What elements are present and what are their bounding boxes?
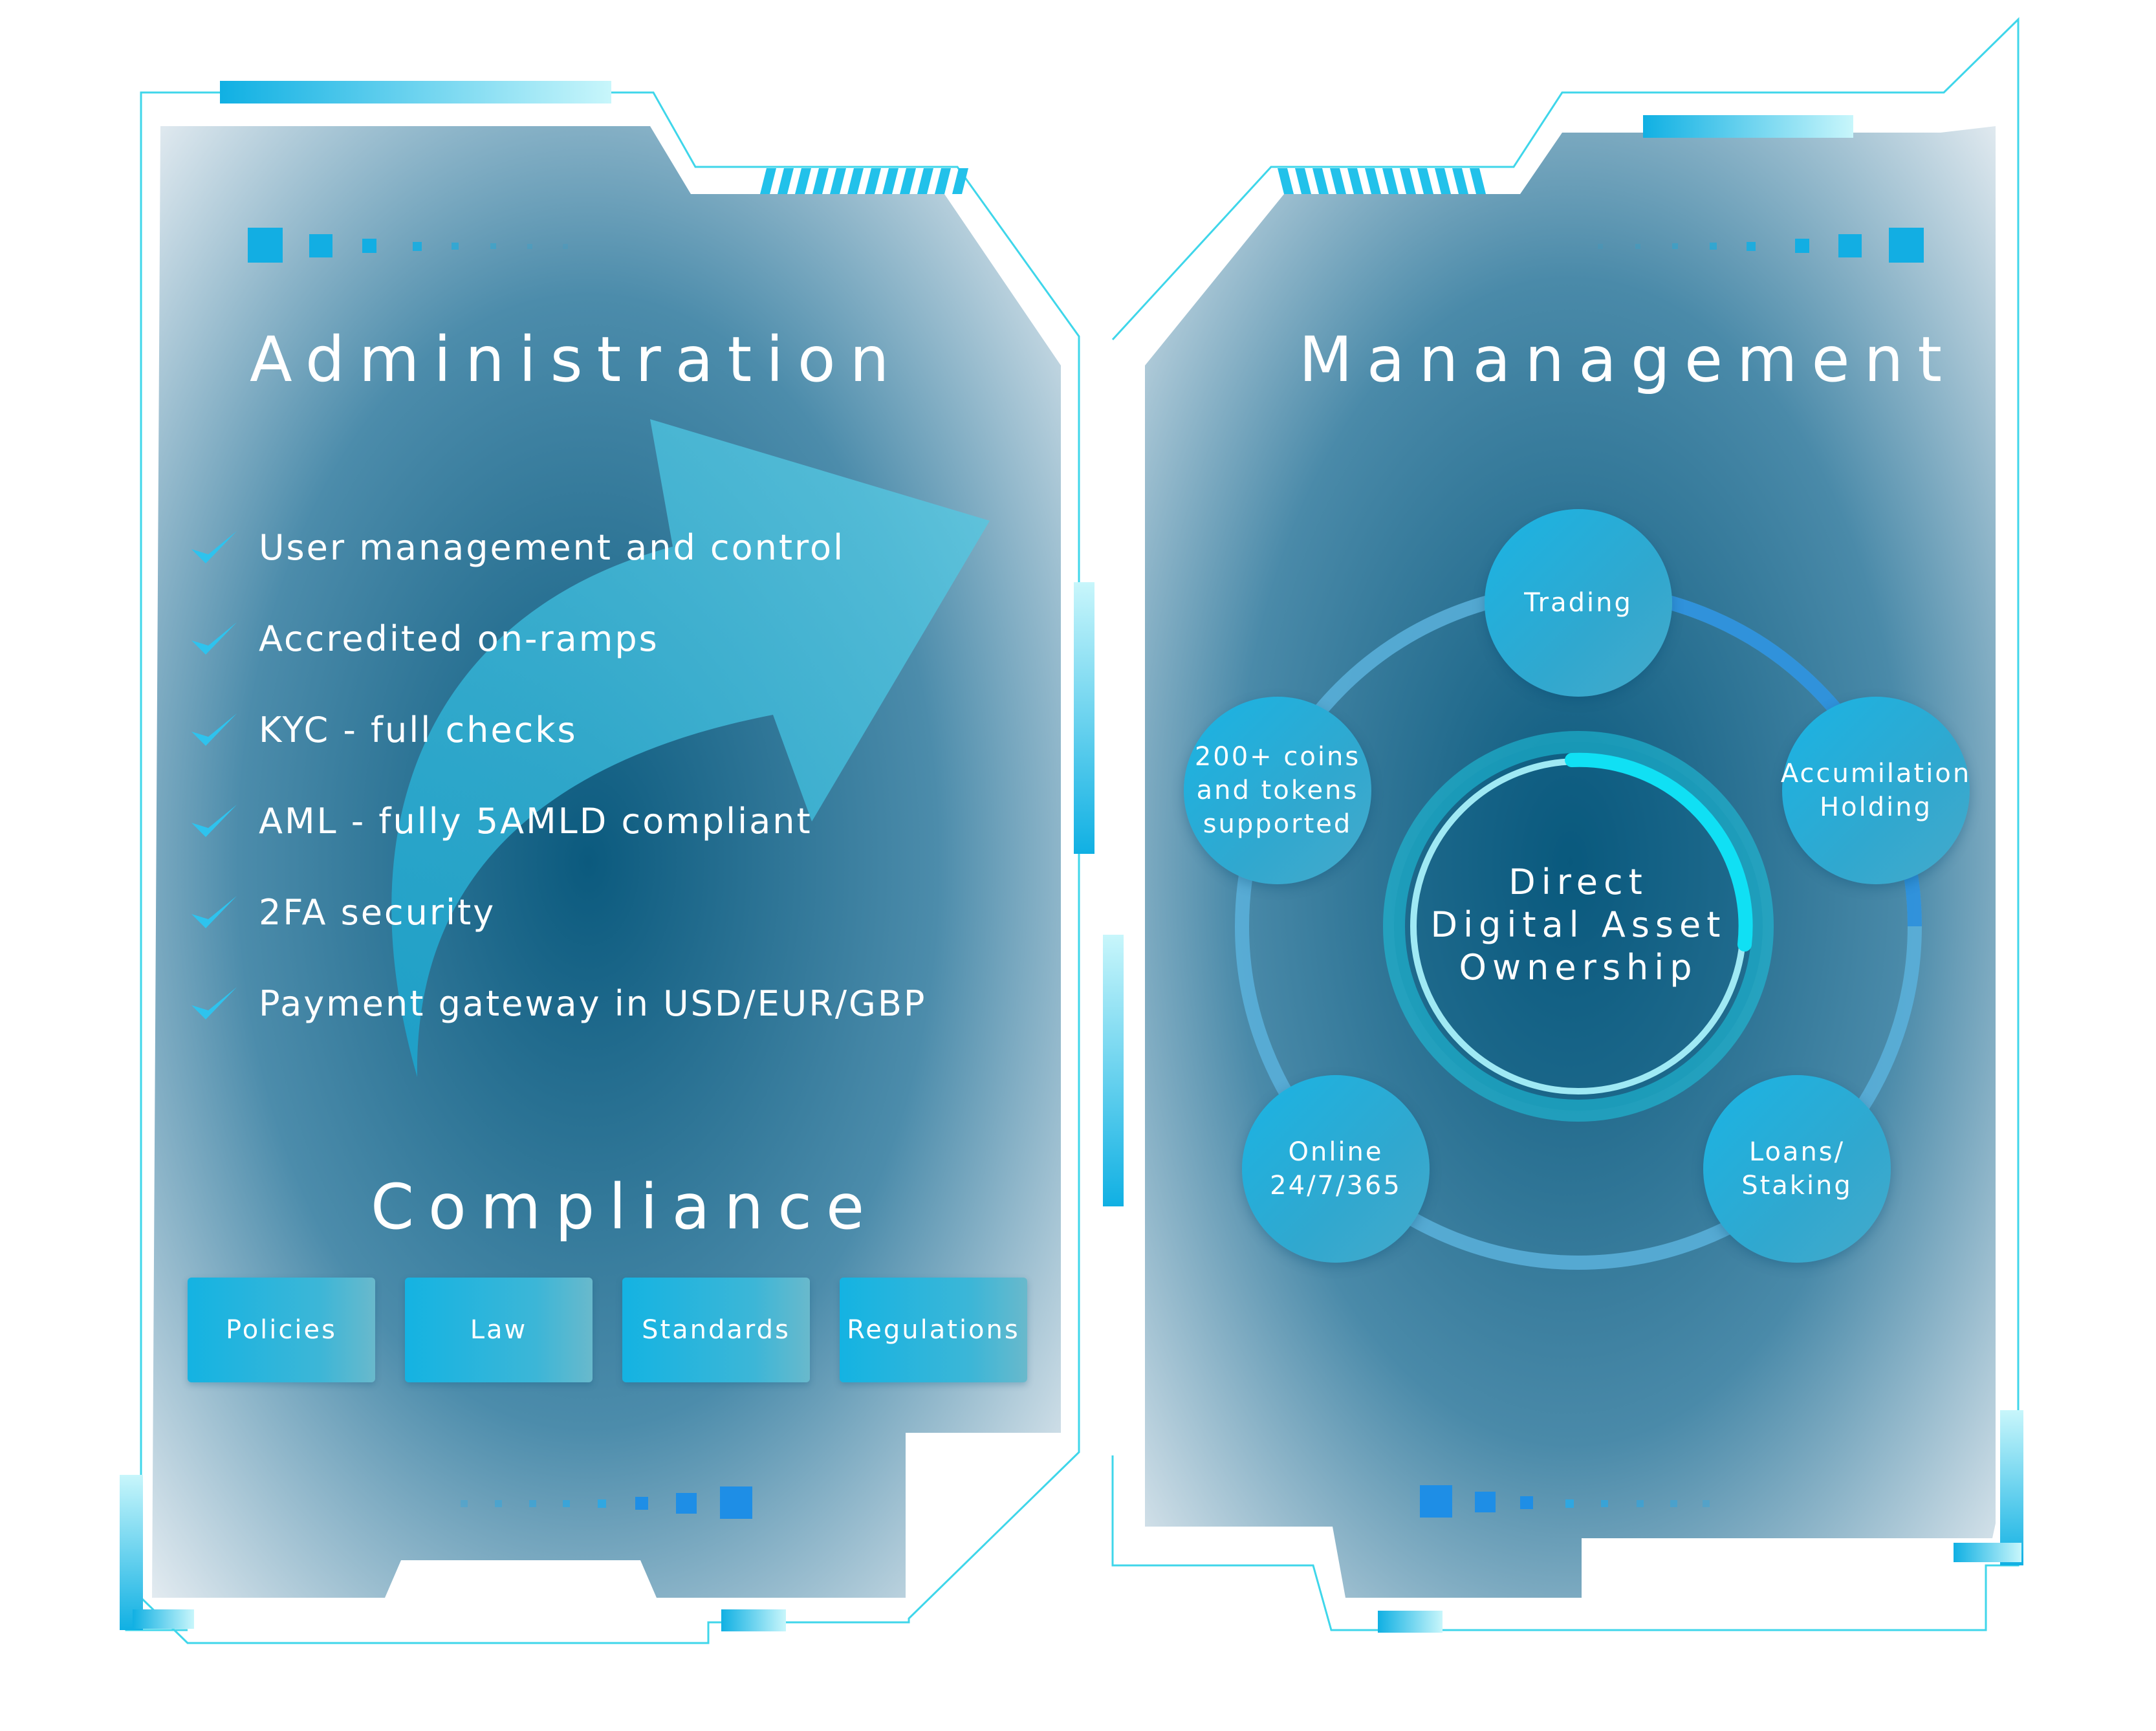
policies-button[interactable]: Policies: [188, 1278, 375, 1382]
check-icon: [191, 713, 237, 746]
node-coins-tokens: 200+ coins and tokens supported: [1184, 697, 1371, 884]
admin-item-payment-gateway: Payment gateway in USD/EUR/GBP: [259, 983, 927, 1024]
check-icon: [191, 987, 237, 1019]
node-line: 200+ coins: [1194, 742, 1361, 772]
node-line: Online: [1288, 1137, 1384, 1167]
management-title: Mananagement: [1299, 323, 1957, 396]
law-button[interactable]: Law: [405, 1278, 593, 1382]
check-icon: [191, 531, 237, 563]
node-line: Staking: [1741, 1171, 1853, 1201]
hub-line: Digital Asset: [1430, 904, 1726, 945]
admin-item-2fa: 2FA security: [259, 892, 496, 933]
node-line: supported: [1203, 809, 1353, 839]
node-online: Online 24/7/365: [1242, 1075, 1430, 1263]
standards-button[interactable]: Standards: [622, 1278, 810, 1382]
check-icon: [191, 622, 237, 655]
regulations-button[interactable]: Regulations: [840, 1278, 1027, 1382]
curved-arrow-icon: [391, 419, 990, 1077]
node-trading: Trading: [1485, 509, 1672, 697]
admin-item-aml: AML - fully 5AMLD compliant: [259, 801, 812, 842]
node-line: Trading: [1524, 588, 1633, 618]
node-accumulation-holding: Accumilation Holding: [1780, 697, 1972, 884]
check-icon: [191, 805, 237, 837]
check-icon: [191, 896, 237, 928]
compliance-title: Compliance: [371, 1171, 879, 1243]
admin-item-kyc: KYC - full checks: [259, 710, 578, 750]
node-line: Loans/: [1748, 1137, 1846, 1167]
admin-item-on-ramps: Accredited on-ramps: [259, 618, 659, 659]
node-line: Accumilation: [1780, 759, 1972, 789]
node-line: Holding: [1820, 792, 1932, 822]
node-loans-staking: Loans/ Staking: [1703, 1075, 1891, 1263]
administration-title: Administration: [250, 323, 904, 396]
hub-line: Ownership: [1459, 947, 1698, 988]
hub-direct-digital-asset-ownership: Direct Digital Asset Ownership: [1410, 757, 1747, 1093]
node-line: and tokens: [1196, 776, 1359, 805]
node-line: 24/7/365: [1270, 1171, 1402, 1201]
hub-line: Direct: [1508, 862, 1648, 902]
admin-item-user-management: User management and control: [259, 527, 845, 568]
